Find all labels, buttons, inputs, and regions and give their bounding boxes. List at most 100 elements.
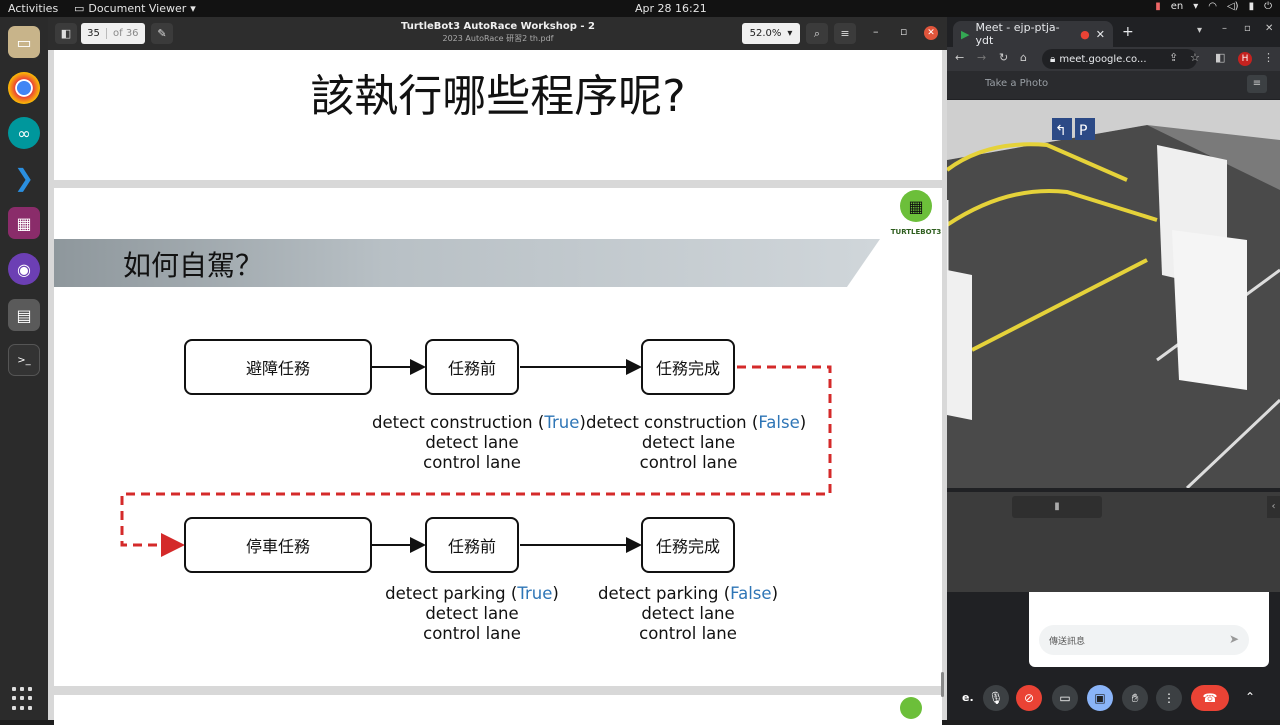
minimize-icon[interactable]: – <box>1222 23 1227 34</box>
present-screen-icon[interactable]: ▣ <box>1087 685 1113 711</box>
microphone-icon[interactable]: 🎙︎ <box>983 685 1009 711</box>
chevron-up-icon[interactable]: ⌃ <box>1245 690 1256 704</box>
close-tab-icon[interactable]: ✕ <box>1095 27 1105 41</box>
meeting-code-truncated: e. <box>962 691 974 704</box>
page-selector[interactable]: 35 of 36 <box>81 23 145 44</box>
chat-input[interactable]: 傳送訊息 ➤ <box>1039 625 1249 655</box>
zoom-selector[interactable]: 52.0% ▾ <box>742 23 800 44</box>
page-total-label: of 36 <box>113 28 139 39</box>
caption-row1-before: detect construction (True) detect lane c… <box>372 413 586 472</box>
show-apps-icon[interactable] <box>12 687 36 711</box>
clock[interactable]: Apr 28 16:21 <box>635 2 707 15</box>
side-panel-icon[interactable]: ◧ <box>1215 51 1226 64</box>
lock-icon: 🔒︎ <box>1050 53 1056 65</box>
power-icon[interactable]: ⏻ <box>1264 1 1272 12</box>
camera-toggle-pill[interactable]: ▮ <box>1012 496 1102 518</box>
chevron-down-icon: ▾ <box>1193 1 1199 12</box>
volume-icon[interactable]: ◁) <box>1226 1 1239 12</box>
close-icon[interactable]: ✕ <box>1265 23 1274 34</box>
menu-icon[interactable]: ≡ <box>1247 75 1267 93</box>
document-title: TurtleBot3 AutoRace Workshop - 2 <box>401 21 595 32</box>
logo-text: TURTLEBOT3 <box>890 228 942 236</box>
meet-icon: ▶ <box>961 27 970 41</box>
flow-box-task-complete: 任務完成 <box>641 339 735 395</box>
svg-text:P: P <box>1079 123 1087 139</box>
files-icon[interactable]: ▭ <box>8 26 40 58</box>
caption-row2-complete: detect parking (False) detect lane contr… <box>597 584 778 643</box>
chrome-window: ▶ Meet - ejp-ptja-ydt ● ✕ + ▾ – ▫ ✕ ← → … <box>947 17 1280 720</box>
forward-icon[interactable]: → <box>977 51 987 64</box>
meet-header-label: Take a Photo <box>985 78 1049 89</box>
flow-box-task-complete: 任務完成 <box>641 517 735 573</box>
banner-title: 如何自駕？ <box>123 249 264 282</box>
svg-text:↰: ↰ <box>1055 123 1067 139</box>
terminal-icon[interactable]: >_ <box>8 344 40 376</box>
share-icon[interactable]: ⇪ <box>1169 51 1179 64</box>
zoom-value: 52.0% <box>749 28 782 39</box>
reload-icon[interactable]: ↻ <box>999 51 1009 64</box>
page-number-input[interactable]: 35 <box>81 28 107 39</box>
wifi-icon[interactable]: ◠ <box>1208 1 1217 12</box>
menu-button[interactable]: ≡ <box>834 23 856 44</box>
meet-participant-strip: ▮ ‹ <box>947 492 1280 592</box>
camera-off-icon[interactable]: ⊘ <box>1016 685 1042 711</box>
video-player-icon[interactable]: ▦ <box>8 207 40 239</box>
window-title: TurtleBot3 AutoRace Workshop - 2 2023 Au… <box>348 21 648 44</box>
caption-row2-before: detect parking (True) detect lane contro… <box>385 584 559 643</box>
scrollbar[interactable] <box>941 672 944 697</box>
meet-header: Take a Photo ≡ <box>947 71 1280 99</box>
vscode-icon[interactable]: ❯ <box>13 164 35 192</box>
raise-hand-icon[interactable]: ✋︎ <box>1122 685 1148 711</box>
captions-icon[interactable]: ▭ <box>1052 685 1078 711</box>
back-icon[interactable]: ← <box>955 51 965 64</box>
maximize-icon[interactable]: ▫ <box>900 25 908 38</box>
search-button[interactable]: ⌕ <box>806 23 828 44</box>
annotate-button[interactable]: ✎ <box>151 23 173 44</box>
bookmark-star-icon[interactable]: ☆ <box>1190 51 1200 64</box>
slide-heading: 該執行哪些程序呢? <box>310 71 686 122</box>
recording-icon[interactable]: ▮ <box>1155 1 1161 12</box>
system-top-bar: Activities ▭ Document Viewer ▾ Apr 28 16… <box>0 0 1280 17</box>
avatar[interactable]: H <box>1238 52 1252 66</box>
kebab-menu-icon[interactable]: ⋮ <box>1263 51 1274 64</box>
chrome-icon[interactable] <box>8 72 40 104</box>
chevron-down-icon[interactable]: ▾ <box>1197 25 1203 36</box>
pdf-page-35: 如何自駕？ ▦ TURTLEBOT3 避障任務 任務前 任務完成 <box>54 188 942 686</box>
screenshot-icon[interactable]: ◉ <box>8 253 40 285</box>
app-menu-label: Document Viewer <box>88 2 187 15</box>
document-viewer-icon[interactable]: ▤ <box>8 299 40 331</box>
app-menu[interactable]: ▭ Document Viewer ▾ <box>74 2 196 15</box>
system-tray[interactable]: ▮ en ▾ ◠ ◁) ▮ ⏻ <box>1155 1 1272 12</box>
send-icon[interactable]: ➤ <box>1228 632 1239 646</box>
leave-call-icon[interactable]: ☎︎ <box>1191 685 1229 711</box>
battery-icon[interactable]: ▮ <box>1248 1 1255 12</box>
minimize-icon[interactable]: – <box>873 25 879 38</box>
home-icon[interactable]: ⌂ <box>1020 51 1027 64</box>
arduino-icon[interactable]: ∞ <box>8 117 40 149</box>
tab-meet[interactable]: ▶ Meet - ejp-ptja-ydt ● ✕ <box>953 21 1113 47</box>
dashed-connector <box>120 365 832 557</box>
turtlebot-logo: ▦ TURTLEBOT3 <box>888 190 944 242</box>
chat-panel: 傳送訊息 ➤ <box>1029 592 1269 667</box>
close-icon[interactable]: ✕ <box>924 26 938 40</box>
language-indicator[interactable]: en <box>1170 1 1184 12</box>
browser-toolbar: ← → ↻ ⌂ 🔒︎ meet.google.co... ⇪ ☆ ◧ H ⋮ <box>947 47 1280 71</box>
activities-button[interactable]: Activities <box>8 2 59 15</box>
dock: ▭ ∞ ❯ ▦ ◉ ▤ >_ <box>0 17 48 720</box>
chevron-down-icon: ▾ <box>787 28 793 39</box>
new-tab-icon[interactable]: + <box>1122 24 1134 40</box>
document-viewer-header: ◧ 35 of 36 ✎ TurtleBot3 AutoRace Worksho… <box>48 17 947 50</box>
flow-connectors <box>120 359 832 557</box>
pdf-page-36 <box>54 695 942 725</box>
flow-box-before-task: 任務前 <box>425 517 519 573</box>
scroll-indicator-icon[interactable]: ‹ <box>1267 496 1280 518</box>
pdf-page-34: 該執行哪些程序呢? <box>54 50 942 180</box>
sidebar-toggle-button[interactable]: ◧ <box>55 23 77 44</box>
maximize-icon[interactable]: ▫ <box>1244 23 1251 34</box>
flow-box-obstacle-task: 避障任務 <box>184 339 372 395</box>
tab-title: Meet - ejp-ptja-ydt <box>975 21 1060 47</box>
more-options-icon[interactable]: ⋮ <box>1156 685 1182 711</box>
turtle-shell-icon: ▦ <box>900 190 932 222</box>
document-icon: ▭ <box>74 2 85 15</box>
address-bar[interactable]: 🔒︎ meet.google.co... <box>1042 49 1197 69</box>
